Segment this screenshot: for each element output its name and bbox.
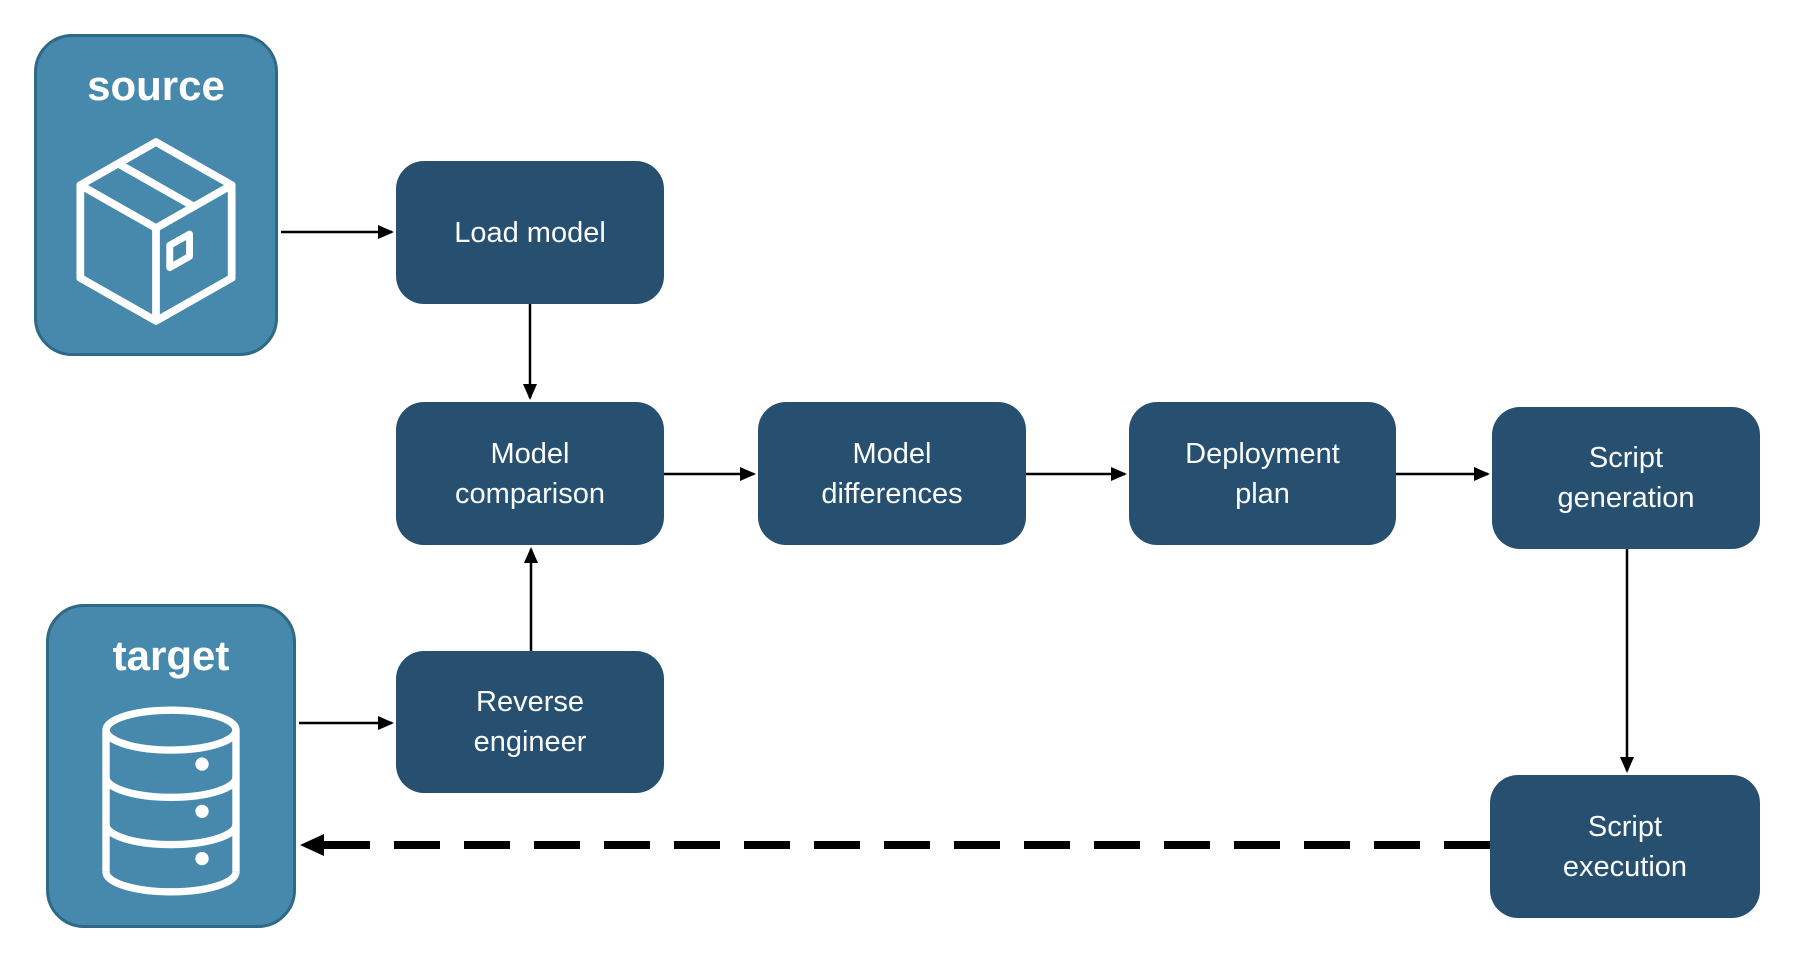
node-reverse-engineer: Reverse engineer bbox=[396, 651, 664, 793]
node-label: Load model bbox=[454, 216, 606, 249]
source-label: source bbox=[87, 62, 225, 109]
node-label: Deployment bbox=[1185, 437, 1340, 470]
node-script-generation: Script generation bbox=[1492, 407, 1760, 549]
target-label: target bbox=[112, 632, 230, 679]
node-label: Reverse bbox=[476, 686, 584, 718]
node-load-model: Load model bbox=[396, 161, 664, 304]
node-target: target bbox=[46, 604, 296, 928]
package-icon bbox=[76, 138, 236, 325]
node-label: Script bbox=[1587, 810, 1663, 843]
node-label: Script bbox=[1588, 442, 1664, 474]
database-icon bbox=[102, 706, 240, 896]
node-label: Model bbox=[852, 437, 932, 470]
node-source: source bbox=[34, 34, 278, 356]
node-model-comparison: Model comparison bbox=[396, 402, 664, 545]
node-model-differences: Model differences bbox=[758, 402, 1026, 545]
node-label: Model bbox=[490, 437, 570, 470]
node-deployment-plan: Deployment plan bbox=[1129, 402, 1396, 545]
node-script-execution: Script execution bbox=[1490, 775, 1760, 918]
